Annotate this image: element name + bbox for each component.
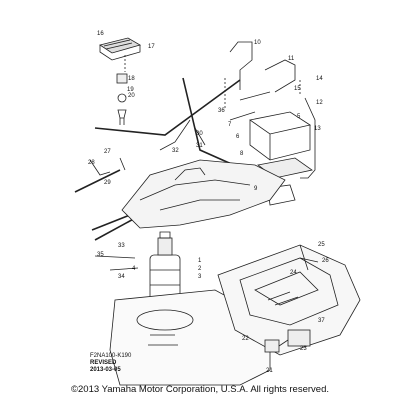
part-number: 1 — [198, 258, 202, 264]
part-number: 14 — [316, 76, 323, 82]
pointer-line — [91, 214, 131, 231]
part-number: 16 — [97, 31, 104, 37]
part-number: 5 — [297, 114, 301, 120]
part-number: 36 — [218, 108, 225, 114]
part-number: 26 — [322, 258, 329, 264]
part-number: 4 — [132, 266, 136, 272]
sensor-22 — [264, 329, 311, 353]
pointer-line — [182, 77, 246, 171]
leader-line — [94, 255, 139, 271]
part-number-callouts: 1 2 3 4 5 6 7 8 9 10 11 12 13 14 15 16 1… — [88, 31, 329, 374]
revision-label: REVISED — [90, 360, 117, 366]
part-number: 21 — [266, 368, 273, 374]
part-number: 37 — [318, 318, 325, 324]
part-number: 30 — [196, 131, 203, 137]
sensor-parts — [116, 73, 128, 125]
part-number: 34 — [118, 274, 125, 280]
battery-cable — [300, 97, 316, 179]
copyright-notice: ©2013 Yamaha Motor Corporation, U.S.A. A… — [71, 384, 329, 395]
pointer-line — [74, 169, 121, 193]
part-number: 32 — [172, 148, 179, 154]
part-number: 19 — [127, 87, 134, 93]
battery-assembly — [229, 91, 313, 179]
part-number: 9 — [254, 186, 258, 192]
part-number: 10 — [254, 40, 261, 46]
vent-hose — [299, 244, 319, 271]
part-number: 3 — [198, 274, 202, 280]
part-number: 27 — [104, 149, 111, 155]
part-number: 25 — [318, 242, 325, 248]
part-number: 6 — [236, 134, 240, 140]
wire-harness — [89, 119, 206, 176]
part-number: 7 — [228, 122, 232, 128]
part-number: 33 — [118, 243, 125, 249]
part-number: 17 — [148, 44, 155, 50]
meter-assembly — [99, 37, 142, 61]
part-number: 15 — [294, 86, 301, 92]
part-number: 28 — [88, 160, 95, 166]
part-number: 2 — [198, 266, 202, 272]
part-number: 31 — [196, 143, 203, 149]
guide-line — [124, 55, 301, 110]
revision-date: 2013-03-05 — [90, 367, 121, 373]
revision-stamp: F2NA100-K190 REVISED 2013-03-05 — [90, 353, 132, 373]
watercraft-hull — [121, 159, 286, 229]
part-number: 12 — [316, 100, 323, 106]
part-number: 18 — [128, 76, 135, 82]
part-number: 35 — [97, 252, 104, 258]
drawing-code: F2NA100-K190 — [90, 353, 132, 359]
part-number: 11 — [288, 56, 295, 62]
part-number: 23 — [300, 346, 307, 352]
part-number: 24 — [290, 270, 297, 276]
part-number: 8 — [240, 151, 244, 157]
pointer-line — [94, 79, 241, 136]
part-number: 29 — [104, 180, 111, 186]
part-number: 13 — [314, 126, 321, 132]
part-number: 22 — [242, 336, 249, 342]
part-number: 20 — [128, 93, 135, 99]
